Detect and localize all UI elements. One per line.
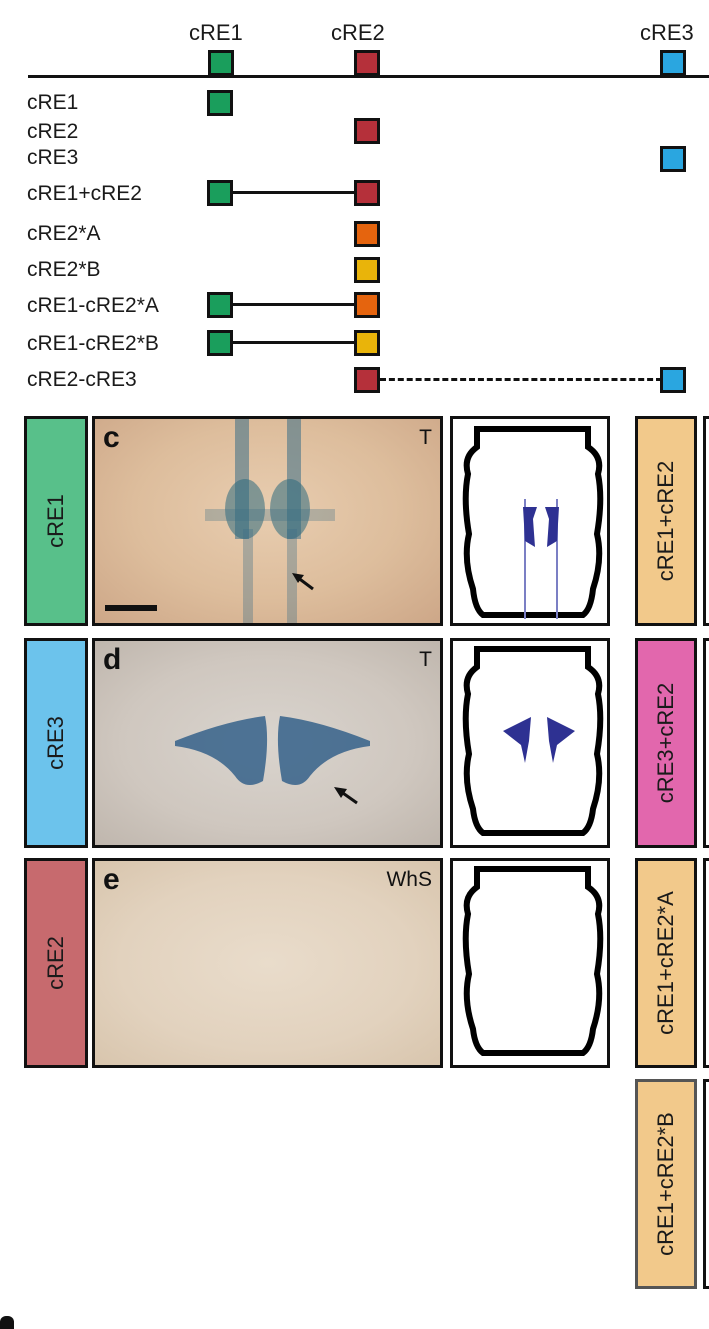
linker-line: [232, 191, 356, 194]
stain-pattern: [175, 716, 370, 805]
side-label-cre2: cRE2: [24, 858, 88, 1068]
cre2-box: [354, 367, 380, 393]
brain-outline-icon: [462, 646, 604, 836]
brain-outline-icon: [462, 426, 604, 619]
schematic-d: [450, 638, 610, 848]
panel-tag: T: [419, 426, 432, 449]
row-label: cRE1-cRE2*A: [27, 294, 159, 317]
brain-outline-icon: [462, 866, 604, 1056]
cropped-panel-letter: [0, 1316, 14, 1329]
right-label-cre3-cre2: cRE3+cRE2: [635, 638, 697, 848]
panel-letter: d: [103, 643, 122, 676]
embryo-photo-d: d T: [92, 638, 443, 848]
side-label-text: cRE3: [42, 716, 68, 770]
column-header-cre2: cRE2: [331, 20, 385, 45]
right-label-text: cRE1+cRE2*B: [653, 1112, 678, 1256]
row-label: cRE2: [27, 120, 79, 143]
cre3-box: [660, 367, 686, 393]
side-label-text: cRE2: [42, 936, 68, 990]
row-label: cRE2-cRE3: [27, 368, 137, 391]
column-header-cre1: cRE1: [189, 20, 243, 45]
embryo-photo-e: e WhS: [92, 858, 443, 1068]
cre1-box: [207, 330, 233, 356]
cre1-box: [207, 90, 233, 116]
schematic-e: [450, 858, 610, 1068]
dashed-linker-line: [380, 378, 662, 381]
cropped-panel: [703, 416, 709, 626]
cropped-panel: [703, 638, 709, 848]
row-label: cRE1+cRE2: [27, 182, 142, 205]
right-label-text: cRE1+cRE2*A: [653, 891, 678, 1035]
cre2-box: [354, 180, 380, 206]
side-label-text: cRE1: [42, 494, 68, 548]
embryo-photo-c: c T: [92, 416, 443, 626]
header-cre1-box: [208, 50, 234, 76]
stain-pattern: [105, 419, 335, 623]
cre2-box: [354, 118, 380, 144]
cre2-b-box: [354, 257, 380, 283]
cre1-box: [207, 180, 233, 206]
panel-tag: WhS: [386, 868, 432, 891]
column-header-cre3: cRE3: [640, 20, 694, 45]
right-label-cre1-cre2a: cRE1+cRE2*A: [635, 858, 697, 1068]
right-label-text: cRE3+cRE2: [653, 682, 679, 804]
row-label: cRE1: [27, 91, 79, 114]
right-label-cre1-cre2: cRE1+cRE2: [635, 416, 697, 626]
cre3-box: [660, 146, 686, 172]
side-label-cre3: cRE3: [24, 638, 88, 848]
cre2-a-box: [354, 221, 380, 247]
row-label: cRE2*A: [27, 222, 101, 245]
schematic-c: [450, 416, 610, 626]
linker-line: [232, 341, 356, 344]
header-cre3-box: [660, 50, 686, 76]
cre2-b-box: [354, 330, 380, 356]
cre1-box: [207, 292, 233, 318]
cropped-panel: [703, 858, 709, 1068]
header-cre2-box: [354, 50, 380, 76]
row-label: cRE2*B: [27, 258, 101, 281]
row-label: cRE1-cRE2*B: [27, 332, 159, 355]
row-label: cRE3: [27, 146, 79, 169]
panel-letter: c: [103, 421, 120, 454]
right-label-cre1-cre2b: cRE1+cRE2*B: [635, 1079, 697, 1289]
right-label-text: cRE1+cRE2: [653, 460, 679, 582]
side-label-cre1: cRE1: [24, 416, 88, 626]
cropped-panel: [703, 1079, 709, 1289]
locus-line: [28, 75, 709, 78]
linker-line: [232, 303, 356, 306]
panel-letter: e: [103, 863, 120, 896]
panel-tag: T: [419, 648, 432, 671]
cre2-a-box: [354, 292, 380, 318]
